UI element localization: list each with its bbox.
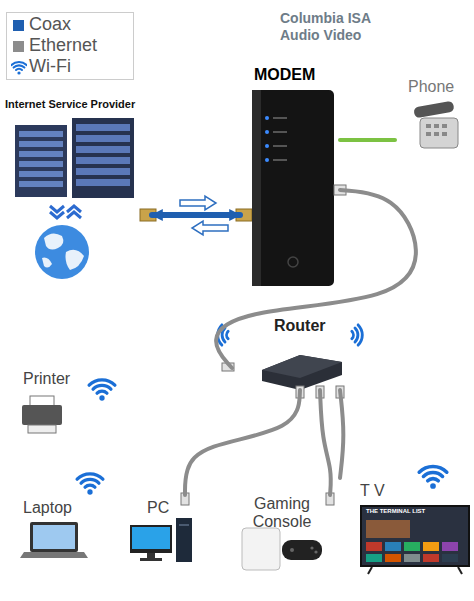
node-label: T V [360, 482, 410, 500]
router-device [218, 325, 363, 398]
pc-node: PC [125, 495, 200, 570]
diagram-title: Columbia ISA Audio Video [280, 10, 390, 44]
router-node: Router [232, 315, 382, 390]
node-label: PC [147, 499, 187, 517]
phone-line [340, 138, 395, 142]
tv-device [360, 467, 470, 574]
legend-text: Wi-Fi [29, 56, 71, 77]
laptop-device [20, 474, 103, 558]
node-label: Phone [408, 78, 470, 96]
updown-chevrons [50, 206, 81, 218]
console-node: Gaming Console [238, 495, 333, 575]
legend-entry: Wi-Fi [13, 56, 129, 77]
modem-node: MODEM [240, 66, 340, 288]
tv-node: T V [335, 478, 470, 578]
direction-arrow [192, 221, 228, 235]
legend-text: Ethernet [29, 35, 97, 56]
node-label: Router [274, 317, 344, 335]
legend-swatch [13, 20, 24, 31]
phone-device [413, 101, 458, 148]
ethernet-cable [216, 190, 416, 368]
node-label: Laptop [23, 499, 93, 517]
pc-device [130, 493, 192, 562]
legend-swatch [13, 41, 24, 52]
ethernet-cable [340, 390, 343, 478]
legend-entry: Coax [13, 14, 129, 35]
legend-entry: Ethernet [13, 35, 129, 56]
server-racks [15, 118, 134, 198]
modem-device [252, 90, 346, 286]
node-label: Gaming Console [238, 495, 326, 530]
legend-text: Coax [29, 14, 71, 35]
legend-box: CoaxEthernetWi-Fi [6, 12, 134, 80]
wifi-icon [11, 59, 27, 75]
printer-node: Printer [15, 365, 125, 440]
direction-arrow [180, 196, 216, 210]
coax-cable [152, 212, 240, 218]
phone-node: Phone [395, 78, 470, 158]
ethernet-cable [320, 390, 331, 495]
ethernet-cable [185, 390, 300, 495]
node-label: Internet Service Provider [5, 98, 152, 110]
laptop-node: Laptop [15, 495, 125, 565]
globe [35, 225, 89, 279]
node-label: Printer [23, 370, 93, 388]
screen-text: THE TERMINAL LIST [366, 508, 446, 514]
printer-device [22, 380, 115, 433]
node-label: MODEM [254, 66, 334, 84]
isp-node: Internet Service Provider [2, 98, 152, 223]
